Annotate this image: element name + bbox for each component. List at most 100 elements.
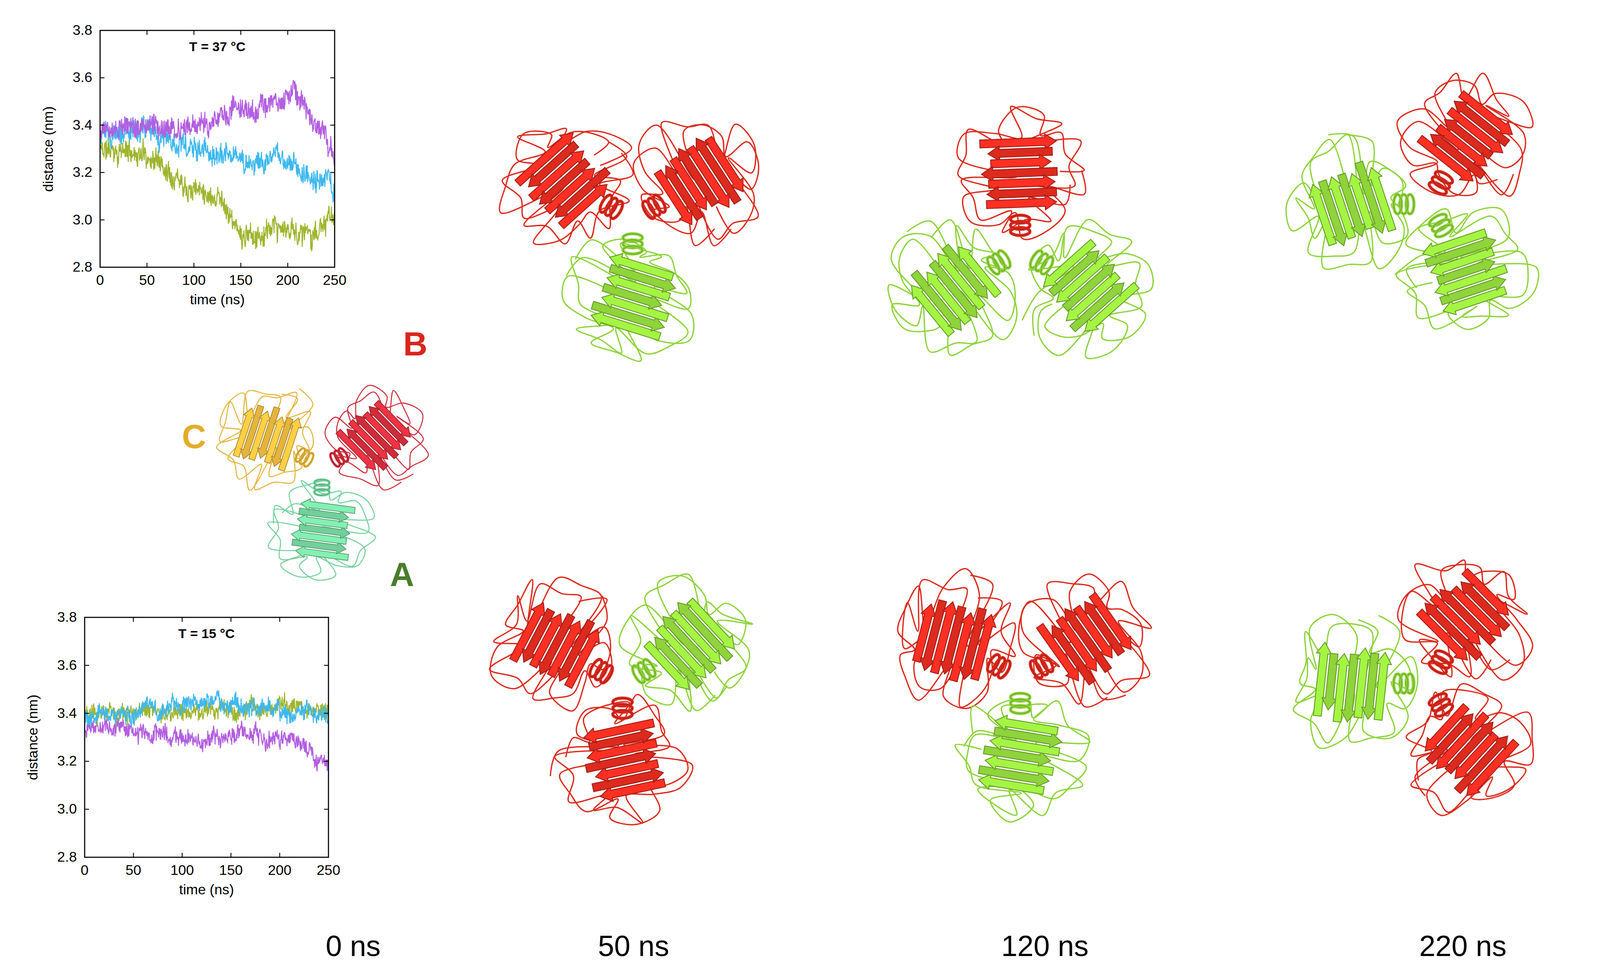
beta-strand xyxy=(1419,701,1472,756)
protein-domain xyxy=(595,554,775,734)
distance-plot xyxy=(100,30,335,268)
trace-line xyxy=(100,80,335,167)
tick-mark xyxy=(100,77,105,79)
alpha-helix xyxy=(294,446,316,468)
beta-strand xyxy=(1038,236,1099,293)
loop-coil xyxy=(1383,195,1550,347)
beta-strand xyxy=(343,425,390,473)
axis-title: distance (nm) xyxy=(25,694,41,780)
tick-label: 0 xyxy=(80,862,89,878)
beta-strand xyxy=(1419,597,1485,663)
loop-coil xyxy=(202,368,329,503)
chain-label: A xyxy=(390,555,415,594)
protein-domain xyxy=(470,84,663,276)
tick-label: 50 xyxy=(139,272,156,288)
loop-coil xyxy=(548,229,708,371)
protein-domain xyxy=(880,555,1034,721)
plot-title: T = 37 °C xyxy=(189,39,246,54)
plot-frame xyxy=(100,30,335,268)
tick-mark xyxy=(181,852,183,858)
tick-mark xyxy=(230,852,232,858)
tick-label: 250 xyxy=(316,862,340,878)
beta-strand xyxy=(986,194,1057,213)
trace-line xyxy=(84,716,329,772)
chain-label: B xyxy=(403,325,428,363)
protein-trimer xyxy=(1289,522,1562,840)
tick-mark xyxy=(100,171,105,173)
loop-coil xyxy=(470,84,659,272)
tick-mark xyxy=(146,30,148,35)
beta-strand xyxy=(1420,225,1489,262)
time-label: 120 ns xyxy=(1001,929,1089,963)
tick-label: 3.2 xyxy=(72,164,93,181)
tick-mark xyxy=(100,219,105,221)
alpha-helix xyxy=(1010,215,1030,236)
loop-coil xyxy=(954,692,1095,826)
tick-mark xyxy=(100,124,105,126)
protein-trimer xyxy=(857,103,1179,385)
loop-coil xyxy=(884,560,1033,717)
protein-domain xyxy=(1375,656,1558,840)
alpha-helix xyxy=(1427,648,1455,676)
tick-mark xyxy=(240,30,242,35)
beta-strand xyxy=(1370,651,1393,721)
tick-mark xyxy=(84,616,90,618)
tick-mark xyxy=(324,856,329,858)
tick-label: 150 xyxy=(228,272,253,288)
time-label: 220 ns xyxy=(1419,929,1507,963)
alpha-helix xyxy=(587,657,616,685)
tick-mark xyxy=(324,616,329,618)
loop-coil xyxy=(994,547,1177,733)
loop-coil xyxy=(1379,669,1549,840)
tick-label: 2.8 xyxy=(72,259,93,275)
protein-domain xyxy=(1265,116,1429,293)
protein-domain xyxy=(477,559,641,727)
tick-mark xyxy=(324,760,329,762)
protein-domain xyxy=(857,196,1043,385)
tick-label: 100 xyxy=(182,272,206,288)
tick-mark xyxy=(279,617,280,622)
loop-coil xyxy=(944,685,1097,833)
tick-mark xyxy=(279,852,280,858)
alpha-helix xyxy=(1393,194,1414,214)
tick-mark xyxy=(330,219,335,221)
tick-label: 3.2 xyxy=(57,753,77,769)
alpha-helix xyxy=(328,446,350,468)
loop-coil xyxy=(1389,55,1555,221)
tick-mark xyxy=(84,712,90,714)
alpha-helix xyxy=(1028,652,1056,680)
tick-mark xyxy=(181,617,183,622)
loop-coil xyxy=(1374,47,1562,234)
tick-mark xyxy=(84,617,86,622)
beta-strand xyxy=(993,713,1060,739)
loop-coil xyxy=(615,86,791,265)
tick-mark xyxy=(99,30,101,35)
alpha-helix xyxy=(314,479,330,496)
alpha-helix xyxy=(597,193,626,221)
beta-strand xyxy=(1430,709,1492,774)
alpha-helix xyxy=(612,697,633,719)
loop-coil xyxy=(264,477,374,586)
protein-trimer xyxy=(880,547,1177,833)
time-label: 0 ns xyxy=(325,929,381,963)
alpha-helix xyxy=(985,652,1013,680)
protein-domain xyxy=(537,686,702,840)
alpha-helix xyxy=(1427,212,1455,240)
tick-mark xyxy=(330,77,335,79)
protein-domain xyxy=(1379,186,1549,347)
tick-label: 50 xyxy=(125,862,142,878)
tick-label: 3.6 xyxy=(57,657,77,673)
beta-strand xyxy=(555,179,612,232)
loop-coil xyxy=(955,103,1085,235)
plot-title: T = 15 °C xyxy=(178,626,235,641)
tick-mark xyxy=(330,171,335,173)
tick-label: 0 xyxy=(96,272,105,288)
protein-domain xyxy=(610,84,791,268)
protein-domain xyxy=(994,200,1179,385)
loop-coil xyxy=(595,555,773,732)
tick-mark xyxy=(240,262,242,268)
loop-coil xyxy=(1290,607,1425,752)
loop-coil xyxy=(1386,534,1561,709)
beta-strand xyxy=(607,249,676,284)
